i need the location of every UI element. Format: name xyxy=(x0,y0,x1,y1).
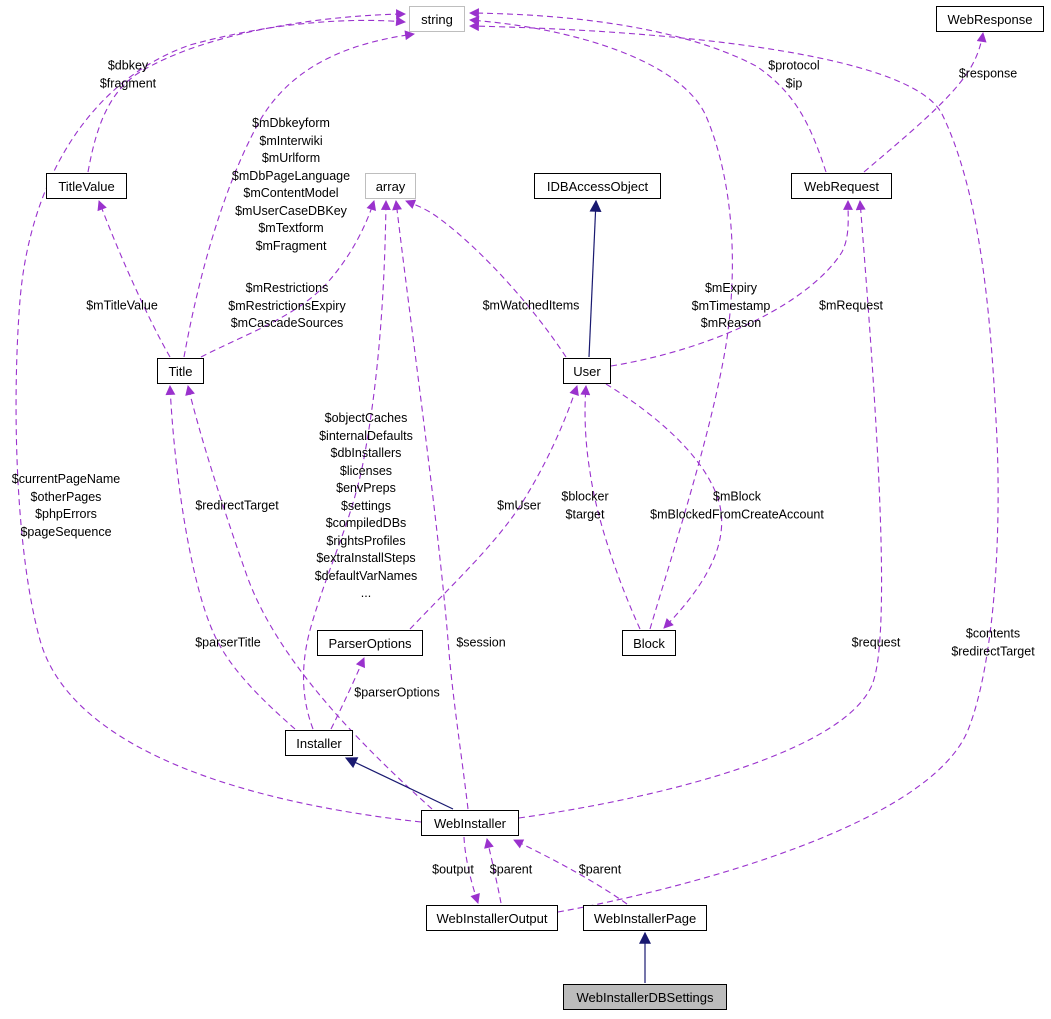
edge-installer-array xyxy=(302,200,391,730)
edge-webinstalleroutput-string xyxy=(469,21,999,913)
edge-label-block-string: $mExpiry $mTimestamp $mReason xyxy=(691,280,771,330)
edge-label-user-block: $mBlock $mBlockedFromCreateAccount xyxy=(650,489,824,522)
edge-user-block xyxy=(605,383,723,629)
edge-webinstaller-string xyxy=(15,16,422,823)
node-parseroptions: ParserOptions xyxy=(317,630,423,656)
edge-webrequest-string xyxy=(469,8,827,173)
node-webinstallerdbsettings: WebInstallerDBSettings xyxy=(563,984,727,1010)
edge-label-title-array: $mRestrictions $mRestrictionsExpiry $mCa… xyxy=(228,280,346,330)
edge-label-webinstaller-webrequest: $request xyxy=(851,635,901,650)
node-array: array xyxy=(365,173,416,199)
edge-label-webrequest-webresponse: $response xyxy=(958,66,1018,81)
edge-label-installer-array: $objectCaches $internalDefaults $dbInsta… xyxy=(314,410,418,600)
edge-label-user-webrequest: $mRequest xyxy=(819,298,883,313)
edge-parseroptions-user xyxy=(409,385,579,630)
node-webrequest: WebRequest xyxy=(791,173,892,199)
edge-titlevalue-string xyxy=(87,9,406,173)
edge-installer-title xyxy=(165,385,296,730)
edge-title-string xyxy=(183,30,415,358)
node-webinstalleroutput: WebInstallerOutput xyxy=(426,905,558,931)
edge-webinstaller-installer xyxy=(344,757,454,810)
node-title: Title xyxy=(157,358,204,384)
edge-label-installer-title: $parserTitle xyxy=(195,635,261,650)
edge-title-titlevalue xyxy=(97,200,171,358)
edge-label-webinstaller-webinstalleroutput: $output xyxy=(432,862,474,877)
edge-webrequest-webresponse xyxy=(863,32,987,173)
node-webresponse: WebResponse xyxy=(936,6,1044,32)
edge-webinstaller-webinstalleroutput xyxy=(463,836,480,904)
edge-label-titlevalue-string: $dbkey $fragment xyxy=(99,58,157,91)
edge-block-user xyxy=(580,385,641,630)
edge-label-webinstaller-array: $session xyxy=(456,635,506,650)
node-webinstaller: WebInstaller xyxy=(421,810,519,836)
edge-label-webinstalleroutput-webinstaller: $parent xyxy=(489,862,533,877)
node-string: string xyxy=(409,6,465,32)
node-webinstallerpage: WebInstallerPage xyxy=(583,905,707,931)
edge-installer-parseroptions xyxy=(330,657,365,730)
edge-label-webinstalleroutput-string: $contents $redirectTarget xyxy=(951,626,1035,659)
edge-block-string xyxy=(469,15,733,630)
edge-label-user-array: $mWatchedItems xyxy=(482,298,580,313)
edge-label-installer-parseroptions: $parserOptions xyxy=(354,685,440,700)
edge-label-webinstaller-string: $currentPageName $otherPages $phpErrors … xyxy=(11,472,121,539)
edge-webinstallerpage-webinstaller xyxy=(513,839,628,905)
edge-label-block-user: $blocker $target xyxy=(561,489,609,522)
edge-label-title-string: $mDbkeyform $mInterwiki $mUrlform $mDbPa… xyxy=(231,116,351,253)
edge-label-parseroptions-user: $mUser xyxy=(497,498,541,513)
edge-label-webinstaller-title: $redirectTarget xyxy=(195,498,279,513)
edge-title-array xyxy=(200,200,376,358)
node-titlevalue: TitleValue xyxy=(46,173,127,199)
edge-webinstaller-webrequest xyxy=(518,200,883,819)
edge-user-webrequest xyxy=(610,200,853,367)
edge-webinstaller-array xyxy=(392,200,469,810)
node-idbaccessobject: IDBAccessObject xyxy=(534,173,661,199)
node-installer: Installer xyxy=(285,730,353,756)
edge-user-idbaccessobject xyxy=(588,199,602,358)
node-user: User xyxy=(563,358,611,384)
edge-label-webrequest-string: $protocol $ip xyxy=(768,58,820,91)
edge-user-array xyxy=(405,199,567,358)
edge-label-webinstallerpage-webinstaller: $parent xyxy=(578,862,622,877)
edge-webinstaller-title xyxy=(185,385,433,810)
edge-label-title-titlevalue: $mTitleValue xyxy=(86,298,158,313)
node-block: Block xyxy=(622,630,676,656)
edge-webinstalleroutput-webinstaller xyxy=(484,838,502,904)
